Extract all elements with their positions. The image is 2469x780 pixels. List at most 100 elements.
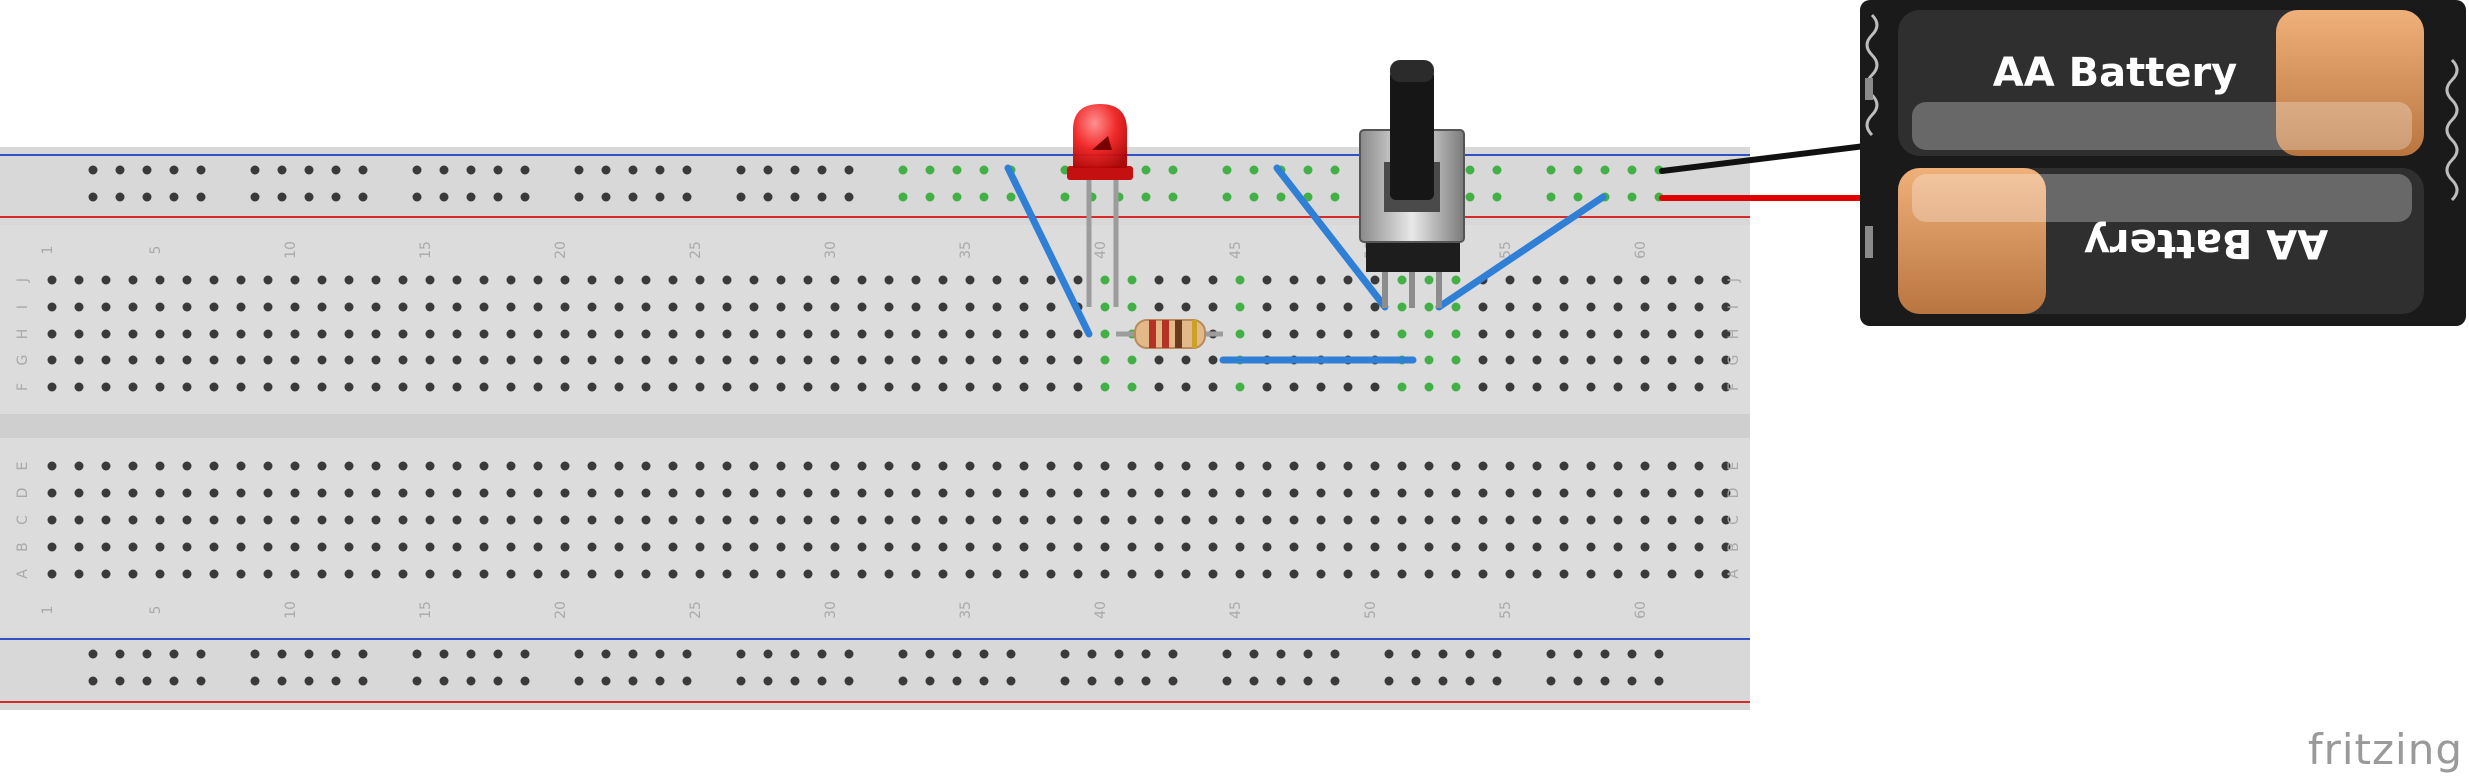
power-rail-hole[interactable] (1168, 676, 1178, 686)
terminal-hole[interactable] (101, 461, 111, 471)
terminal-hole[interactable] (1316, 382, 1326, 392)
power-rail-hole[interactable] (412, 649, 422, 659)
terminal-hole[interactable] (1127, 569, 1137, 579)
terminal-hole[interactable] (1343, 382, 1353, 392)
power-rail-hole[interactable] (979, 165, 989, 175)
power-rail-hole[interactable] (250, 192, 260, 202)
power-rail-hole[interactable] (1492, 649, 1502, 659)
power-rail-hole[interactable] (1546, 165, 1556, 175)
terminal-hole[interactable] (1613, 461, 1623, 471)
terminal-hole[interactable] (1289, 515, 1299, 525)
power-rail-hole[interactable] (169, 192, 179, 202)
terminal-hole[interactable] (587, 461, 597, 471)
power-rail-hole[interactable] (736, 165, 746, 175)
terminal-hole[interactable] (533, 275, 543, 285)
terminal-hole[interactable] (155, 382, 165, 392)
power-rail-hole[interactable] (1141, 165, 1151, 175)
power-rail-hole[interactable] (196, 676, 206, 686)
terminal-hole[interactable] (425, 329, 435, 339)
terminal-hole[interactable] (1289, 302, 1299, 312)
terminal-hole[interactable] (263, 461, 273, 471)
power-rail-hole[interactable] (817, 676, 827, 686)
power-rail-hole[interactable] (1222, 192, 1232, 202)
power-rail-hole[interactable] (790, 676, 800, 686)
terminal-hole[interactable] (911, 542, 921, 552)
terminal-hole[interactable] (1532, 355, 1542, 365)
power-rail-hole[interactable] (601, 192, 611, 202)
terminal-hole[interactable] (1532, 488, 1542, 498)
terminal-hole[interactable] (992, 569, 1002, 579)
terminal-hole[interactable] (560, 355, 570, 365)
terminal-hole[interactable] (317, 461, 327, 471)
terminal-hole[interactable] (1451, 302, 1461, 312)
terminal-hole[interactable] (857, 569, 867, 579)
power-rail-hole[interactable] (574, 192, 584, 202)
terminal-hole[interactable] (749, 329, 759, 339)
power-rail-hole[interactable] (304, 165, 314, 175)
terminal-hole[interactable] (1262, 542, 1272, 552)
power-rail-hole[interactable] (844, 649, 854, 659)
terminal-hole[interactable] (263, 275, 273, 285)
terminal-hole[interactable] (479, 302, 489, 312)
terminal-hole[interactable] (1046, 355, 1056, 365)
power-rail-hole[interactable] (1384, 649, 1394, 659)
power-rail-hole[interactable] (88, 165, 98, 175)
terminal-hole[interactable] (1721, 382, 1731, 392)
terminal-hole[interactable] (506, 275, 516, 285)
power-rail-hole[interactable] (1654, 676, 1664, 686)
terminal-hole[interactable] (857, 515, 867, 525)
power-rail-hole[interactable] (574, 649, 584, 659)
terminal-hole[interactable] (911, 382, 921, 392)
terminal-hole[interactable] (1316, 569, 1326, 579)
terminal-hole[interactable] (1640, 382, 1650, 392)
terminal-hole[interactable] (1289, 382, 1299, 392)
terminal-hole[interactable] (209, 542, 219, 552)
terminal-hole[interactable] (290, 461, 300, 471)
power-rail-hole[interactable] (439, 192, 449, 202)
terminal-hole[interactable] (290, 569, 300, 579)
terminal-hole[interactable] (911, 515, 921, 525)
terminal-hole[interactable] (74, 515, 84, 525)
terminal-hole[interactable] (1316, 515, 1326, 525)
terminal-hole[interactable] (1613, 515, 1623, 525)
terminal-hole[interactable] (965, 569, 975, 579)
terminal-hole[interactable] (1559, 382, 1569, 392)
terminal-hole[interactable] (101, 488, 111, 498)
terminal-hole[interactable] (1019, 329, 1029, 339)
terminal-hole[interactable] (452, 355, 462, 365)
terminal-hole[interactable] (398, 542, 408, 552)
terminal-hole[interactable] (884, 542, 894, 552)
terminal-hole[interactable] (884, 515, 894, 525)
terminal-hole[interactable] (722, 329, 732, 339)
terminal-hole[interactable] (1667, 515, 1677, 525)
terminal-hole[interactable] (236, 355, 246, 365)
power-rail-hole[interactable] (925, 676, 935, 686)
terminal-hole[interactable] (290, 355, 300, 365)
terminal-hole[interactable] (1505, 488, 1515, 498)
terminal-hole[interactable] (911, 355, 921, 365)
terminal-hole[interactable] (479, 329, 489, 339)
terminal-hole[interactable] (1640, 275, 1650, 285)
terminal-hole[interactable] (155, 329, 165, 339)
terminal-hole[interactable] (1721, 569, 1731, 579)
terminal-hole[interactable] (1532, 515, 1542, 525)
terminal-hole[interactable] (1586, 329, 1596, 339)
terminal-hole[interactable] (128, 542, 138, 552)
terminal-hole[interactable] (1181, 488, 1191, 498)
terminal-hole[interactable] (1100, 515, 1110, 525)
terminal-hole[interactable] (1613, 275, 1623, 285)
power-rail-hole[interactable] (466, 192, 476, 202)
terminal-hole[interactable] (1127, 542, 1137, 552)
terminal-hole[interactable] (101, 302, 111, 312)
terminal-hole[interactable] (560, 569, 570, 579)
terminal-hole[interactable] (290, 515, 300, 525)
terminal-hole[interactable] (533, 461, 543, 471)
terminal-hole[interactable] (371, 355, 381, 365)
terminal-hole[interactable] (506, 382, 516, 392)
terminal-hole[interactable] (1721, 275, 1731, 285)
terminal-hole[interactable] (344, 329, 354, 339)
power-rail-hole[interactable] (844, 192, 854, 202)
terminal-hole[interactable] (938, 515, 948, 525)
terminal-hole[interactable] (938, 488, 948, 498)
terminal-hole[interactable] (479, 542, 489, 552)
